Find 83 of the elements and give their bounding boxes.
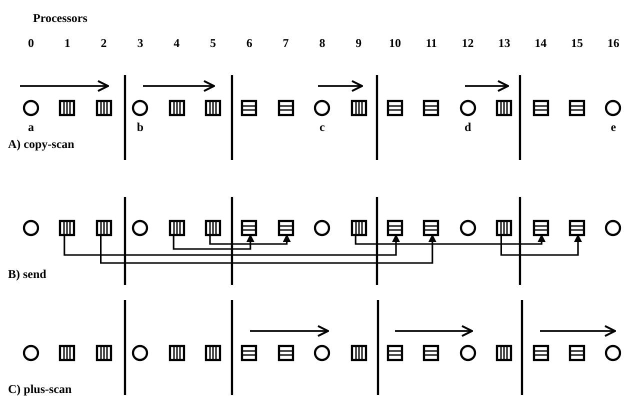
node-caption: e — [610, 121, 616, 133]
processor-circle — [22, 344, 40, 362]
processor-box — [276, 344, 295, 362]
processor-number: 5 — [210, 37, 216, 49]
processor-number: 14 — [534, 37, 547, 49]
axis-heading: Processors — [33, 12, 88, 24]
processor-box — [94, 219, 113, 237]
processor-number: 7 — [282, 37, 289, 49]
processor-number: 0 — [28, 37, 34, 49]
send-arrow — [100, 234, 436, 264]
processor-box — [568, 99, 586, 117]
processor-box — [422, 219, 440, 237]
node-caption: d — [464, 121, 472, 133]
processor-number: 6 — [246, 37, 252, 49]
processor-number: 11 — [426, 37, 438, 49]
processor-box — [386, 344, 404, 362]
node-caption: b — [136, 121, 144, 133]
processor-box — [240, 219, 258, 237]
processor-box — [422, 344, 440, 362]
processor-box — [276, 219, 295, 237]
send-arrow — [354, 234, 546, 245]
processor-box — [532, 219, 550, 237]
row-caption: A) copy-scan — [8, 138, 74, 150]
processor-circle — [604, 219, 622, 237]
send-arrow — [209, 234, 291, 245]
processor-circle — [458, 219, 477, 237]
processor-circle — [131, 219, 150, 237]
processor-box — [532, 344, 550, 362]
processor-box — [386, 99, 404, 117]
processor-box — [58, 219, 76, 237]
processor-number: 1 — [64, 37, 70, 49]
processor-box — [386, 219, 404, 237]
processor-box — [168, 99, 186, 117]
node-caption: a — [28, 121, 34, 133]
processor-box — [168, 344, 186, 362]
processor-box — [94, 99, 113, 117]
processor-box — [58, 99, 76, 117]
processor-box — [204, 344, 222, 362]
processor-box — [276, 99, 295, 117]
row-caption: B) send — [8, 268, 46, 280]
processor-circle — [458, 344, 477, 362]
processor-box — [350, 99, 368, 117]
processor-circle — [458, 99, 477, 117]
processor-box — [204, 99, 222, 117]
processor-circle — [22, 99, 40, 117]
processor-box — [168, 219, 186, 237]
processor-number: 3 — [137, 37, 144, 49]
node-caption: c — [320, 121, 325, 133]
processor-box — [350, 219, 368, 237]
processor-box — [568, 344, 586, 362]
processor-circle — [313, 99, 332, 117]
processor-number: 16 — [607, 37, 620, 49]
processor-number: 15 — [571, 37, 583, 49]
processor-circle — [313, 344, 332, 362]
processor-circle — [22, 219, 40, 237]
processor-circle — [604, 344, 622, 362]
processor-circle — [604, 99, 622, 117]
send-arrow — [64, 234, 400, 256]
processor-circle — [131, 344, 150, 362]
processor-box — [495, 219, 514, 237]
processor-number: 12 — [462, 37, 474, 49]
processor-number: 10 — [389, 37, 401, 49]
processor-box — [532, 99, 550, 117]
processor-box — [240, 99, 258, 117]
processor-box — [495, 344, 514, 362]
processor-number: 4 — [174, 37, 180, 49]
processor-box — [58, 344, 76, 362]
processor-number: 9 — [356, 37, 362, 49]
processor-box — [350, 344, 368, 362]
processor-box — [240, 344, 258, 362]
processor-number: 2 — [100, 37, 107, 49]
processor-box — [204, 219, 222, 237]
processor-number: 8 — [319, 37, 326, 49]
processor-circle — [131, 99, 150, 117]
processor-box — [422, 99, 440, 117]
processor-circle — [313, 219, 332, 237]
send-arrow — [172, 234, 254, 250]
row-caption: C) plus-scan — [8, 383, 72, 395]
processor-box — [94, 344, 113, 362]
processor-box — [495, 99, 514, 117]
processor-number: 13 — [498, 37, 510, 49]
processor-box — [568, 219, 586, 237]
send-arrow — [500, 234, 582, 256]
